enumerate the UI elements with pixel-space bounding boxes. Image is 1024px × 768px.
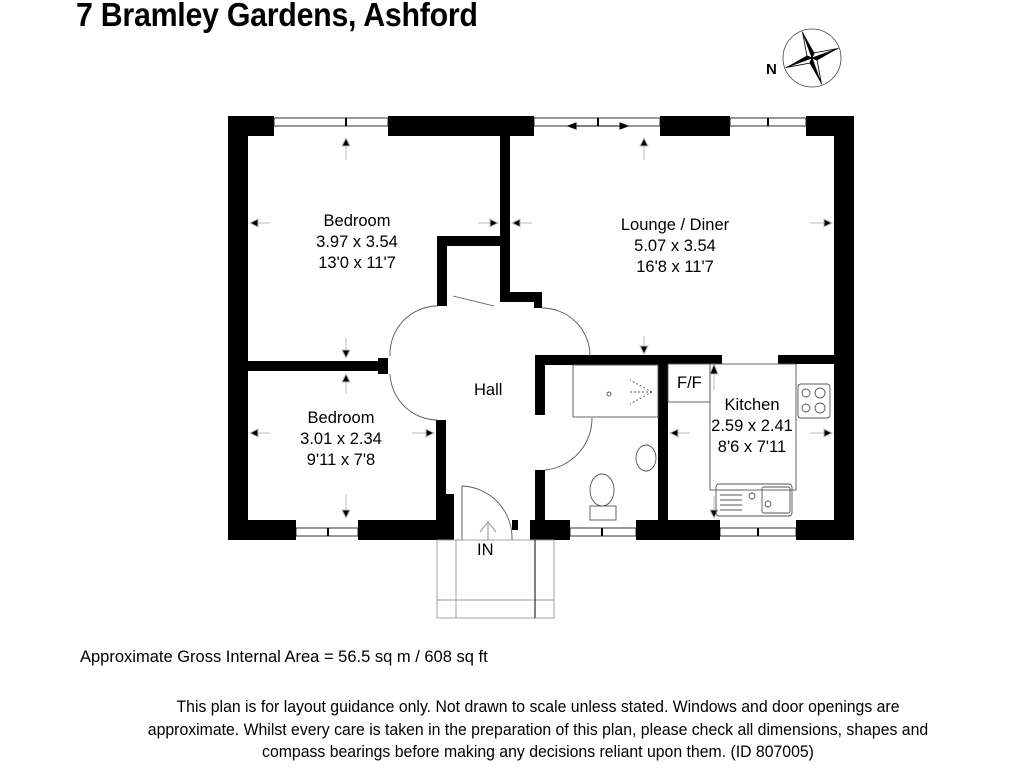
room-imperial: 16'8 x 11'7	[636, 258, 714, 276]
room-metric: 3.97 x 3.54	[316, 233, 398, 251]
hall-label: Hall	[474, 381, 503, 399]
room-imperial: 9'11 x 7'8	[306, 451, 376, 469]
room-kitchen: Kitchen 2.59 x 2.41 8'6 x 7'11	[711, 395, 793, 458]
room-bedroom-2: Bedroom 3.01 x 2.34 9'11 x 7'8	[300, 408, 382, 471]
room-bedroom-1: Bedroom 3.97 x 3.54 13'0 x 11'7	[316, 211, 398, 274]
fridge-freezer-label: F/F	[677, 374, 702, 392]
disclaimer-text: This plan is for layout guidance only. N…	[147, 697, 929, 761]
room-metric: 3.01 x 2.34	[300, 430, 382, 448]
room-lounge-diner: Lounge / Diner 5.07 x 3.54 16'8 x 11'7	[621, 215, 729, 278]
room-metric: 5.07 x 3.54	[634, 237, 716, 255]
page-title: 7 Bramley Gardens, Ashford	[76, 0, 478, 33]
room-name: Lounge / Diner	[620, 216, 730, 234]
compass-north-label: N	[766, 61, 777, 78]
entrance-label: IN	[477, 541, 494, 559]
floor-plan	[228, 116, 854, 619]
room-name: Bedroom	[307, 409, 375, 427]
room-name: Kitchen	[724, 396, 780, 414]
room-name: Bedroom	[323, 212, 391, 230]
room-metric: 2.59 x 2.41	[711, 417, 793, 435]
compass-rose-icon	[782, 28, 842, 88]
room-imperial: 13'0 x 11'7	[318, 254, 396, 272]
room-imperial: 8'6 x 7'11	[717, 438, 787, 456]
gross-internal-area: Approximate Gross Internal Area = 56.5 s…	[80, 648, 488, 666]
